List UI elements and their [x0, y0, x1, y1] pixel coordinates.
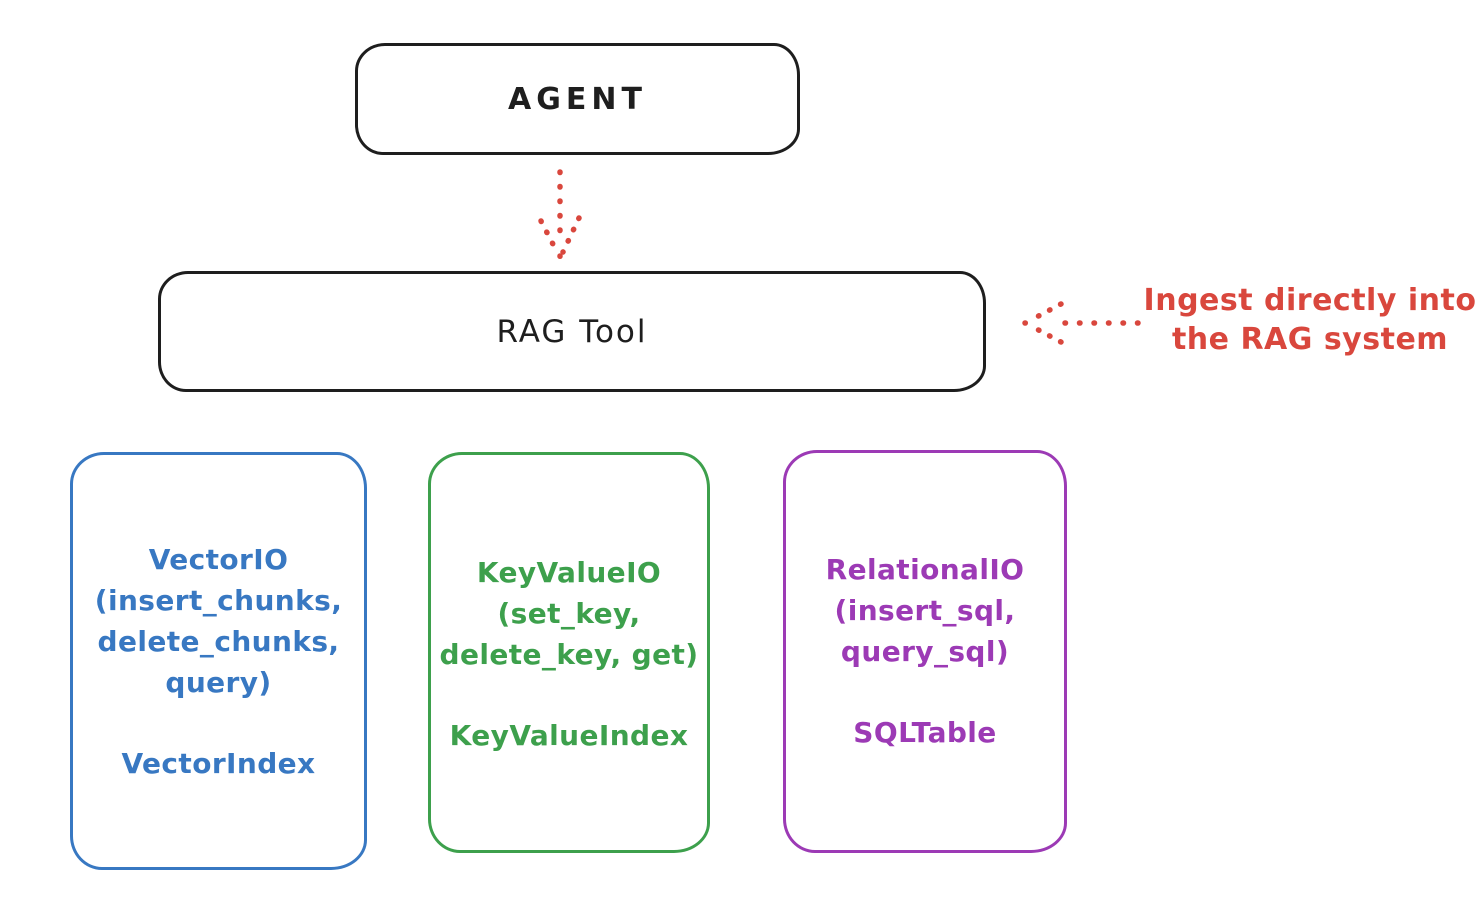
- vector-index-label: VectorIndex: [121, 747, 316, 780]
- keyvalue-index-label: KeyValueIndex: [449, 719, 689, 752]
- relational-io-label: RelationalIO (insert_sql, query_sql): [825, 553, 1025, 668]
- relational-io-box: RelationalIO (insert_sql, query_sql) SQL…: [783, 450, 1067, 853]
- agent-node-label: AGENT: [508, 81, 647, 117]
- dotted-arrow-left-icon: [1022, 301, 1141, 345]
- rag-tool-node: RAG Tool: [158, 271, 986, 392]
- keyvalue-io-box: KeyValueIO (set_key, delete_key, get) Ke…: [428, 452, 710, 853]
- agent-node: AGENT: [355, 43, 800, 155]
- keyvalue-io-label: KeyValueIO (set_key, delete_key, get): [439, 556, 699, 671]
- vector-io-label: VectorIO (insert_chunks, delete_chunks, …: [94, 543, 343, 699]
- dotted-arrow-down-icon: [538, 169, 582, 260]
- ingest-annotation: Ingest directly into the RAG system: [1143, 283, 1477, 357]
- sql-table-label: SQLTable: [853, 716, 997, 749]
- rag-tool-node-label: RAG Tool: [496, 313, 648, 350]
- vector-io-box: VectorIO (insert_chunks, delete_chunks, …: [70, 452, 367, 870]
